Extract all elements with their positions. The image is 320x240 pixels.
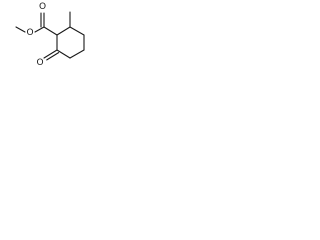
ring-bond-c2-c3 [69, 26, 85, 36]
methoxy-bond [15, 26, 26, 33]
ketone-oxygen-label: O [36, 58, 43, 68]
ester-carbonyl-oxygen-label: O [39, 2, 46, 12]
ketone-bond-a [43, 49, 58, 59]
ring-bond-c1-c2 [56, 26, 71, 36]
ester-o-bond [34, 26, 45, 33]
ring-bond-c4-c5 [69, 49, 85, 59]
ring-bond-c5-c6 [56, 49, 71, 59]
ketone-bond-b [46, 52, 60, 61]
chemical-structure-diagram: O O O [15, 2, 85, 68]
ester-oxygen-label: O [26, 28, 33, 38]
ester-c-bond [43, 26, 58, 36]
